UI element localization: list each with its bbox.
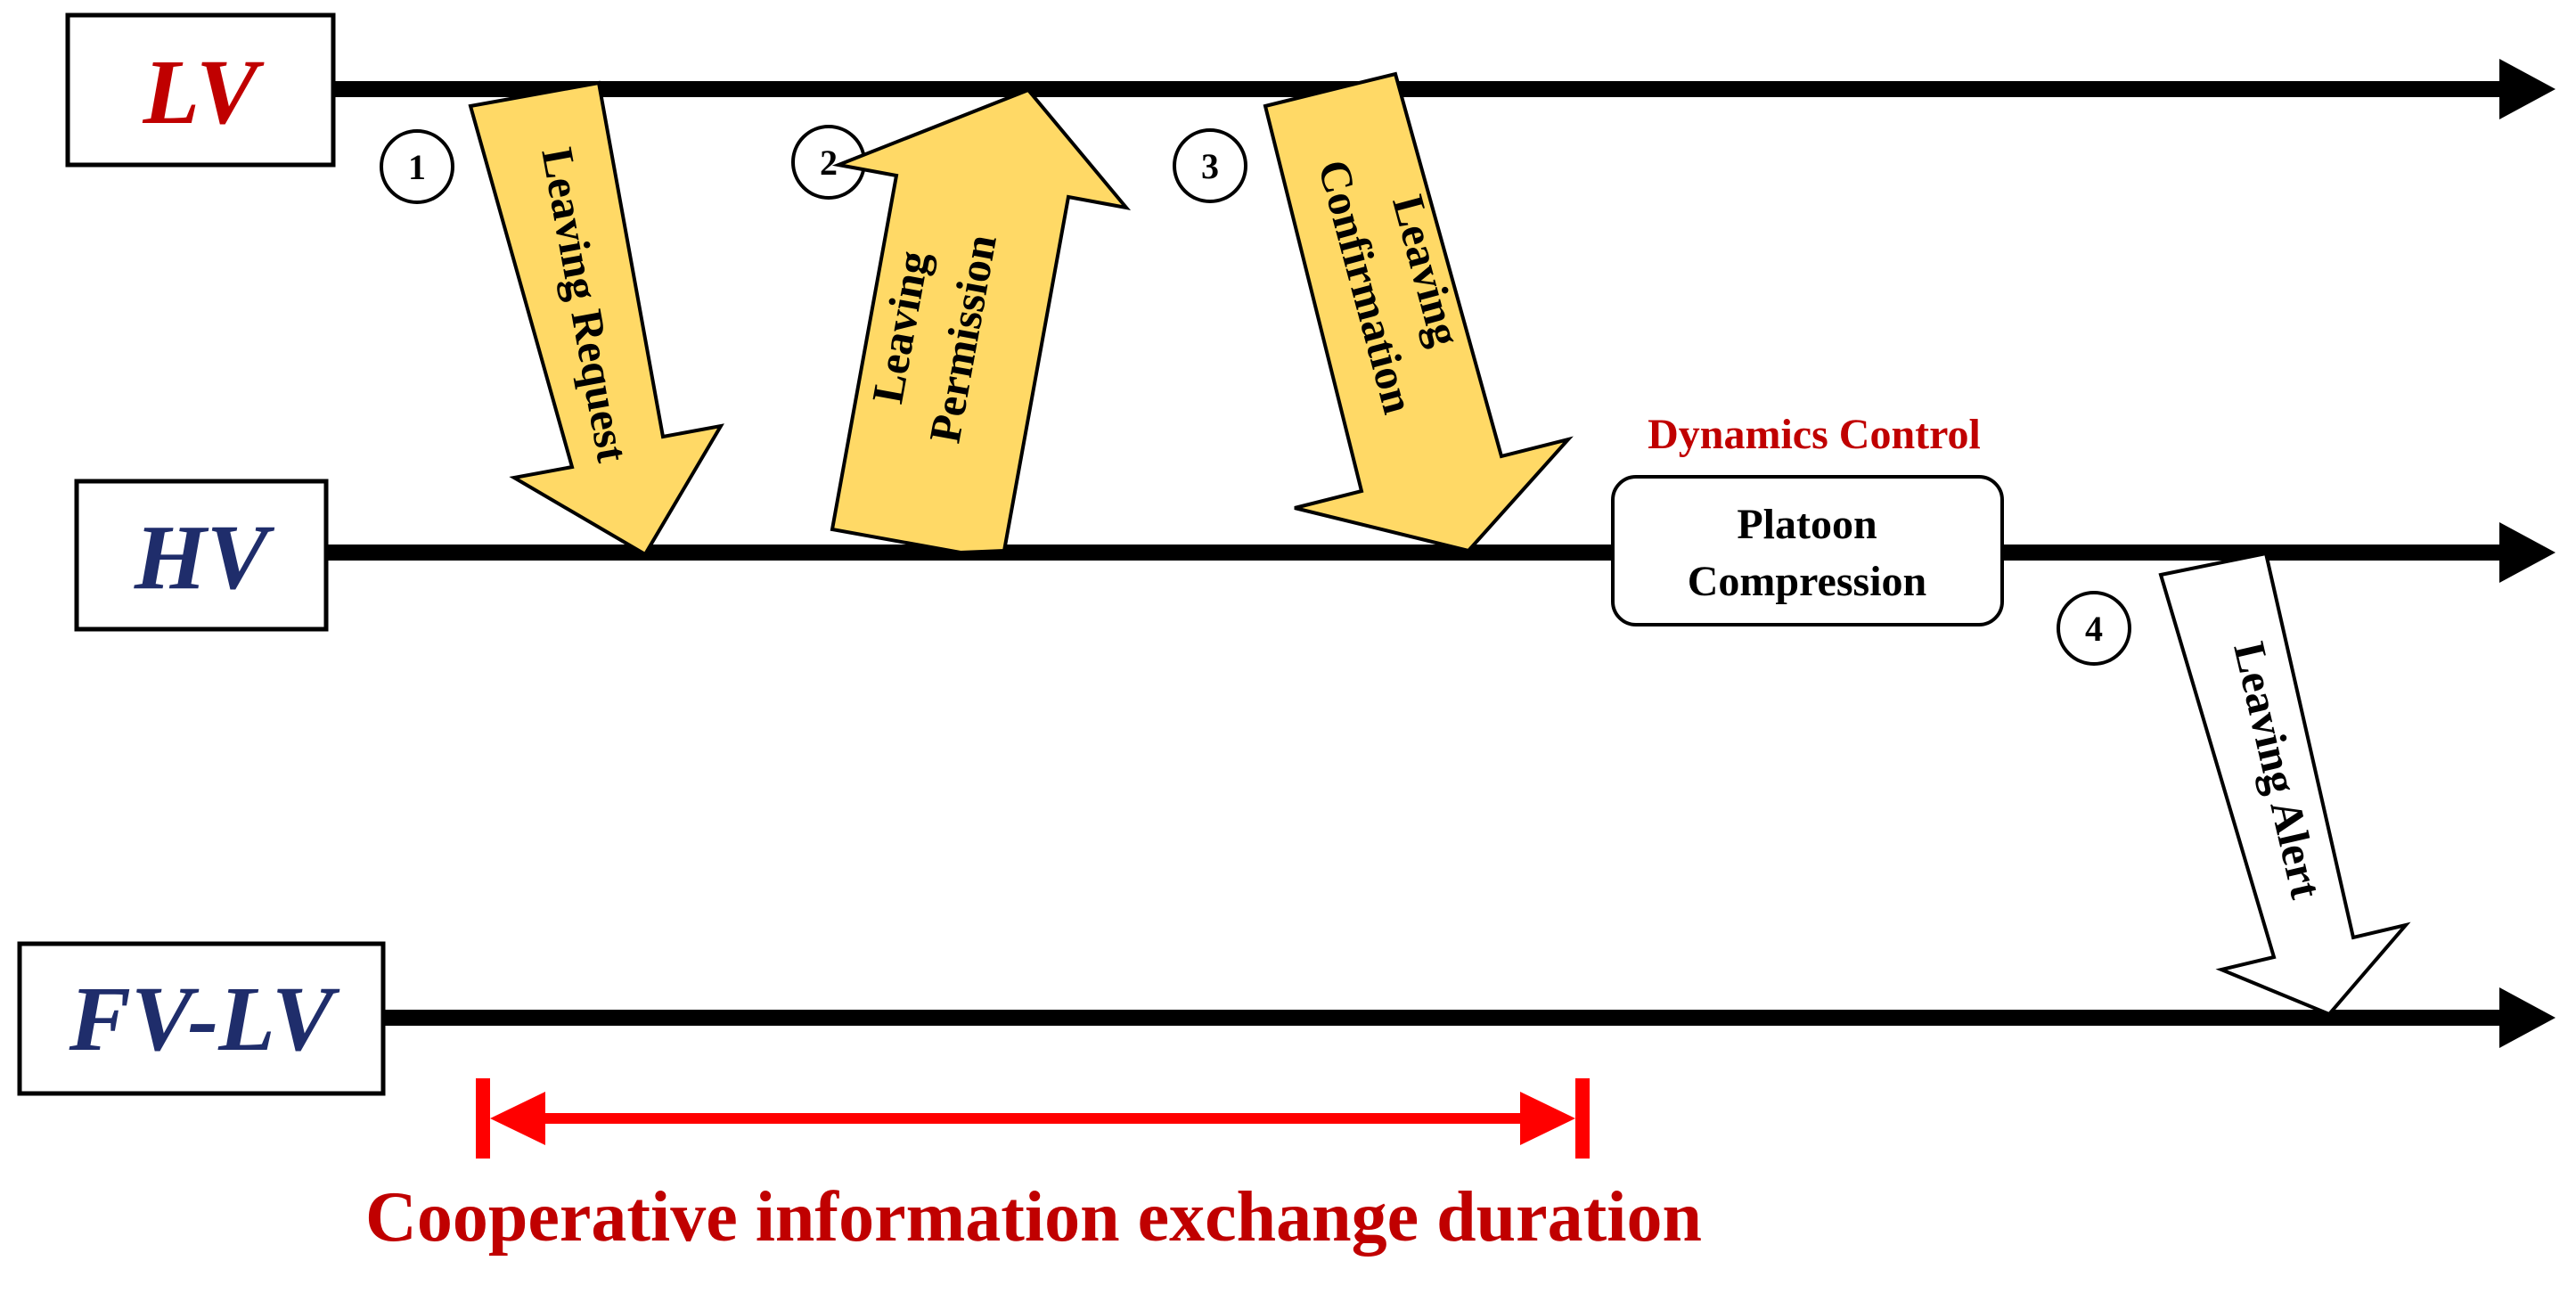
timeline-hv xyxy=(326,522,2556,583)
step-3-badge: 3 xyxy=(1173,128,1247,203)
timeline-lv xyxy=(333,59,2556,119)
duration-label: Cooperative information exchange duratio… xyxy=(365,1178,1702,1257)
timeline-fv xyxy=(383,987,2556,1048)
hv-label: HV xyxy=(134,506,275,609)
fv-label-box: FV-LV xyxy=(17,941,386,1096)
lv-label-box: LV xyxy=(65,12,336,168)
step-4-badge: 4 xyxy=(2057,591,2131,666)
leaving-alert-arrow: Leaving Alert xyxy=(2158,551,2411,1017)
dynamics-control-title: Dynamics Control xyxy=(1648,411,1981,458)
platoon-compression-box: Platoon Compression xyxy=(1611,475,2004,626)
svg-text:3: 3 xyxy=(1201,146,1219,186)
lv-label: LV xyxy=(142,41,265,143)
fv-label: FV-LV xyxy=(69,968,340,1070)
step-2-badge: 2 xyxy=(791,125,866,200)
svg-text:2: 2 xyxy=(820,143,838,183)
platoon-compression-line-1: Platoon xyxy=(1737,501,1877,548)
leaving-permission-arrow: Leaving Permission xyxy=(830,87,1132,555)
hv-label-box: HV xyxy=(74,479,329,632)
leaving-confirmation-arrow: Leaving Confirmation xyxy=(1263,71,1574,553)
duration-bracket xyxy=(476,1078,1590,1159)
step-1-badge: 1 xyxy=(380,129,454,204)
leaving-request-arrow: Leaving Request xyxy=(468,80,724,557)
platoon-compression-line-2: Compression xyxy=(1688,558,1926,605)
svg-text:4: 4 xyxy=(2085,609,2103,649)
svg-text:1: 1 xyxy=(408,147,426,187)
